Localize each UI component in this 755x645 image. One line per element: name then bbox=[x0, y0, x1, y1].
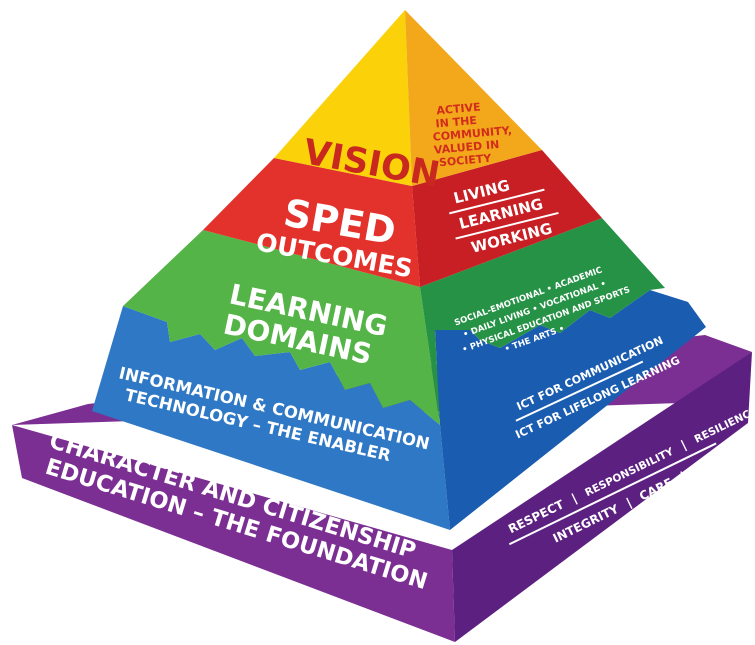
vision-side-text: ACTIVE IN THE COMMUNITY, VALUED IN SOCIE… bbox=[432, 101, 512, 170]
values-divider bbox=[508, 442, 717, 546]
ict-front-face bbox=[92, 306, 450, 530]
value-separator-2: | bbox=[679, 438, 689, 453]
foundation-front-face bbox=[12, 425, 455, 642]
ict-side-divider bbox=[515, 360, 644, 422]
vision-side-face bbox=[405, 10, 542, 186]
outcomes-side-face bbox=[412, 150, 602, 287]
outcome-divider-1 bbox=[449, 188, 545, 215]
value-separator-1: | bbox=[569, 491, 579, 506]
vision-front-face bbox=[274, 10, 412, 186]
vision-side-line-1: ACTIVE bbox=[436, 101, 481, 118]
foundation-side-face bbox=[452, 352, 752, 642]
pyramid-side bbox=[405, 10, 706, 530]
domains-side-face bbox=[420, 218, 665, 425]
outcome-divider-2 bbox=[455, 211, 559, 240]
ict-side-face bbox=[435, 290, 706, 530]
domains-front-face bbox=[123, 230, 440, 425]
vision-side-line-2: IN THE bbox=[435, 114, 477, 131]
pyramid-front bbox=[92, 10, 450, 530]
vision-side-line-5: SOCIETY bbox=[438, 152, 492, 170]
value-separator-4: | bbox=[678, 469, 688, 484]
vision-side-line-4: VALUED IN bbox=[433, 138, 499, 157]
outcomes-front-face bbox=[203, 158, 420, 287]
value-separator-3: | bbox=[624, 495, 634, 510]
